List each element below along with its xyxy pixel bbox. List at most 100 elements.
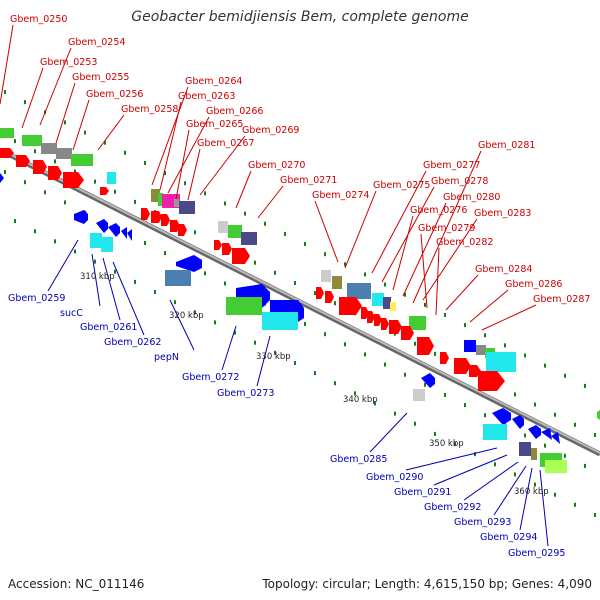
gene-label[interactable]: Gbem_0279: [418, 223, 475, 234]
gene-glyph: [476, 345, 486, 355]
tick-mark: [104, 140, 106, 145]
tick-mark: [144, 160, 146, 165]
tick-mark: [194, 230, 196, 235]
label-leader-line: [235, 170, 252, 209]
label-leader-line: [469, 289, 509, 323]
gene-label[interactable]: Gbem_0263: [178, 91, 235, 102]
tick-mark: [594, 512, 596, 517]
tick-mark: [204, 191, 206, 196]
cds-reverse-glyph: [96, 219, 108, 233]
gene-label[interactable]: Gbem_0262: [104, 337, 161, 348]
cds-reverse-glyph: [74, 210, 88, 224]
tick-mark: [574, 502, 576, 507]
tick-mark: [4, 170, 6, 175]
tick-mark: [544, 363, 546, 368]
tick-mark: [364, 352, 366, 357]
gene-features: [0, 128, 600, 473]
tick-mark: [14, 139, 16, 144]
gene-label[interactable]: Gbem_0280: [443, 192, 500, 203]
tick-mark: [434, 431, 436, 436]
cds-forward-glyph: [214, 240, 222, 250]
gene-glyph: [90, 233, 102, 248]
cds-forward-glyph: [417, 337, 434, 355]
gene-label[interactable]: sucC: [60, 308, 83, 319]
cds-reverse-glyph: [551, 432, 560, 444]
label-leader-line: [0, 24, 14, 105]
gene-label[interactable]: Gbem_0295: [508, 548, 565, 559]
gene-label[interactable]: Gbem_0270: [248, 160, 305, 171]
label-leader-line: [21, 67, 44, 129]
tick-mark: [24, 100, 26, 105]
cds-forward-glyph: [381, 318, 389, 330]
gene-label[interactable]: Gbem_0273: [217, 388, 274, 399]
gene-label[interactable]: Gbem_0255: [72, 72, 129, 83]
tick-mark: [284, 231, 286, 236]
tick-mark: [144, 240, 146, 245]
gene-label[interactable]: Gbem_0259: [8, 293, 65, 304]
cds-forward-glyph: [63, 172, 84, 188]
gene-label[interactable]: Gbem_0266: [206, 106, 263, 117]
gene-label[interactable]: Gbem_0286: [505, 279, 562, 290]
gene-label[interactable]: Gbem_0290: [366, 472, 423, 483]
gene-label[interactable]: Gbem_0265: [186, 119, 243, 130]
gene-label[interactable]: Gbem_0285: [330, 454, 387, 465]
tick-mark: [64, 120, 66, 125]
gene-label[interactable]: Gbem_0275: [373, 180, 430, 191]
gene-label[interactable]: Gbem_0258: [121, 104, 178, 115]
gene-label[interactable]: Gbem_0256: [86, 89, 143, 100]
gene-label[interactable]: Gbem_0269: [242, 125, 299, 136]
tick-mark: [414, 341, 416, 346]
kbp-label: 350 kbp: [429, 439, 464, 449]
gene-label[interactable]: Gbem_0267: [197, 138, 254, 149]
gene-label[interactable]: Gbem_0277: [423, 160, 480, 171]
tick-mark: [514, 472, 516, 477]
tick-mark: [354, 391, 356, 396]
tick-mark: [114, 269, 116, 274]
label-leader-line: [405, 447, 498, 471]
gene-label[interactable]: Gbem_0282: [436, 237, 493, 248]
label-leader-line: [256, 335, 271, 387]
gene-glyph: [179, 201, 195, 214]
gene-glyph: [390, 302, 396, 311]
cds-forward-glyph: [151, 211, 162, 223]
gene-label[interactable]: Gbem_0253: [40, 57, 97, 68]
gene-label[interactable]: Gbem_0287: [533, 294, 590, 305]
gene-label[interactable]: Gbem_0278: [431, 176, 488, 187]
gene-label[interactable]: Gbem_0276: [410, 205, 467, 216]
tick-mark: [14, 219, 16, 224]
gene-label[interactable]: Gbem_0281: [478, 140, 535, 151]
gene-label[interactable]: Gbem_0264: [185, 76, 242, 87]
kbp-label: 310 kbp: [80, 272, 115, 282]
gene-label[interactable]: Gbem_0294: [480, 532, 537, 543]
gene-label[interactable]: Gbem_0271: [280, 175, 337, 186]
tick-mark: [4, 90, 6, 95]
gene-label[interactable]: Gbem_0284: [475, 264, 532, 275]
tick-mark: [54, 239, 56, 244]
tick-mark: [334, 381, 336, 386]
cds-reverse-glyph: [176, 255, 202, 272]
cds-forward-glyph: [170, 220, 180, 232]
tick-mark: [194, 310, 196, 315]
tick-mark: [424, 382, 426, 387]
gene-label[interactable]: Gbem_0250: [10, 14, 67, 25]
label-leader-line: [55, 82, 76, 144]
gene-label[interactable]: Gbem_0283: [474, 208, 531, 219]
gene-label[interactable]: Gbem_0254: [68, 37, 125, 48]
tick-mark: [524, 433, 526, 438]
gene-glyph: [71, 154, 93, 166]
gene-label[interactable]: Gbem_0274: [312, 190, 369, 201]
gene-glyph: [597, 410, 600, 420]
tick-mark: [434, 351, 436, 356]
gene-label[interactable]: Gbem_0293: [454, 517, 511, 528]
genome-summary: Topology: circular; Length: 4,615,150 bp…: [262, 577, 592, 591]
tick-mark: [564, 373, 566, 378]
kbp-label: 320 kbp: [169, 311, 204, 321]
label-leader-line: [463, 461, 519, 501]
gene-label[interactable]: Gbem_0291: [394, 487, 451, 498]
gene-label[interactable]: Gbem_0261: [80, 322, 137, 333]
gene-label[interactable]: pepN: [154, 352, 179, 363]
tick-mark: [584, 383, 586, 388]
gene-glyph: [519, 442, 531, 456]
gene-label[interactable]: Gbem_0292: [424, 502, 481, 513]
gene-label[interactable]: Gbem_0272: [182, 372, 239, 383]
